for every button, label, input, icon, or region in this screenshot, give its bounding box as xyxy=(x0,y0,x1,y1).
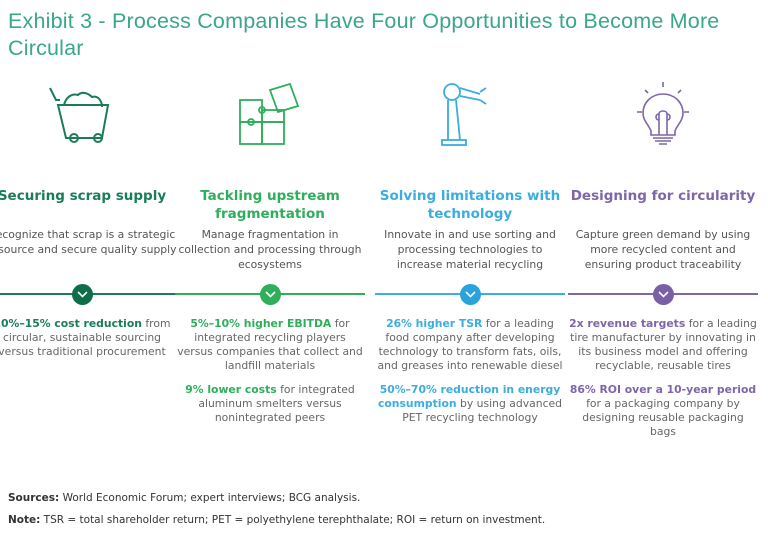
stat-highlight: 26% higher TSR xyxy=(386,317,483,330)
stat: 5%–10% higher EBITDA for integrated recy… xyxy=(175,317,365,373)
divider xyxy=(568,284,758,305)
opportunity-column: Designing for circularity Capture green … xyxy=(568,80,758,449)
stat: 10%–15% cost reduction from circular, su… xyxy=(0,317,177,359)
chevron-down-icon xyxy=(71,284,93,305)
stat: 9% lower costs for integrated aluminum s… xyxy=(175,383,365,425)
chevron-down-icon xyxy=(652,284,674,305)
stat: 26% higher TSR for a leading food compan… xyxy=(375,317,565,373)
column-heading: Securing scrap supply xyxy=(0,188,167,204)
divider xyxy=(0,284,177,305)
stat-text: for a leading food company after develop… xyxy=(377,317,563,372)
stat-highlight: 9% lower costs xyxy=(185,383,277,396)
column-description: Innovate in and use sorting and processi… xyxy=(384,228,556,271)
divider xyxy=(375,284,565,305)
stat: 50%–70% reduction in energy consumption … xyxy=(375,383,565,425)
stat: 2x revenue targets for a leading tire ma… xyxy=(568,317,758,373)
stat: 86% ROI over a 10-year period for a pack… xyxy=(568,383,758,439)
sources-note: Sources: World Economic Forum; expert in… xyxy=(8,492,360,504)
column-heading: Solving limitations with technology xyxy=(379,188,561,222)
stat-text: for a leading tire manufacturer by innov… xyxy=(570,317,757,372)
stat-highlight: 5%–10% higher EBITDA xyxy=(190,317,332,330)
note-label: Note: xyxy=(8,514,41,526)
mine-cart-icon xyxy=(0,80,177,170)
column-description: Manage fragmentation in collection and p… xyxy=(178,228,362,271)
opportunity-column: Securing scrap supply Recognize that scr… xyxy=(0,80,177,369)
stat-text: for integrated aluminum smelters versus … xyxy=(198,383,355,424)
chevron-down-icon xyxy=(259,284,281,305)
stat-text: for integrated recycling players versus … xyxy=(177,317,363,372)
exhibit-title: Exhibit 3 - Process Companies Have Four … xyxy=(8,9,720,60)
stat-highlight: 2x revenue targets xyxy=(569,317,686,330)
sources-text: World Economic Forum; expert interviews;… xyxy=(59,492,361,504)
puzzle-icon xyxy=(175,80,365,170)
column-heading: Tackling upstream fragmentation xyxy=(200,188,340,222)
column-heading: Designing for circularity xyxy=(570,188,756,204)
stat-text: for a packaging company by designing reu… xyxy=(582,397,744,438)
lightbulb-icon xyxy=(568,80,758,170)
stat-highlight: 10%–15% cost reduction xyxy=(0,317,142,330)
robot-arm-icon xyxy=(375,80,565,170)
sources-label: Sources: xyxy=(8,492,60,504)
opportunity-column: Tackling upstream fragmentation Manage f… xyxy=(175,80,365,435)
divider xyxy=(175,284,365,305)
stat-highlight: 50%–70% reduction in energy consumption xyxy=(377,383,561,410)
stat-text: by using advanced PET recycling technolo… xyxy=(402,397,563,424)
stat-highlight: 86% ROI over a 10-year period xyxy=(569,383,757,396)
note-text: TSR = total shareholder return; PET = po… xyxy=(40,514,546,526)
opportunity-column: Solving limitations with technology Inno… xyxy=(375,80,565,435)
column-description: Capture green demand by using more recyc… xyxy=(575,228,751,271)
stat-text: from circular, sustainable sourcing vers… xyxy=(0,317,171,358)
column-description: Recognize that scrap is a strategic reso… xyxy=(0,228,177,256)
footnote: Note: TSR = total shareholder return; PE… xyxy=(8,514,545,526)
chevron-down-icon xyxy=(459,284,481,305)
